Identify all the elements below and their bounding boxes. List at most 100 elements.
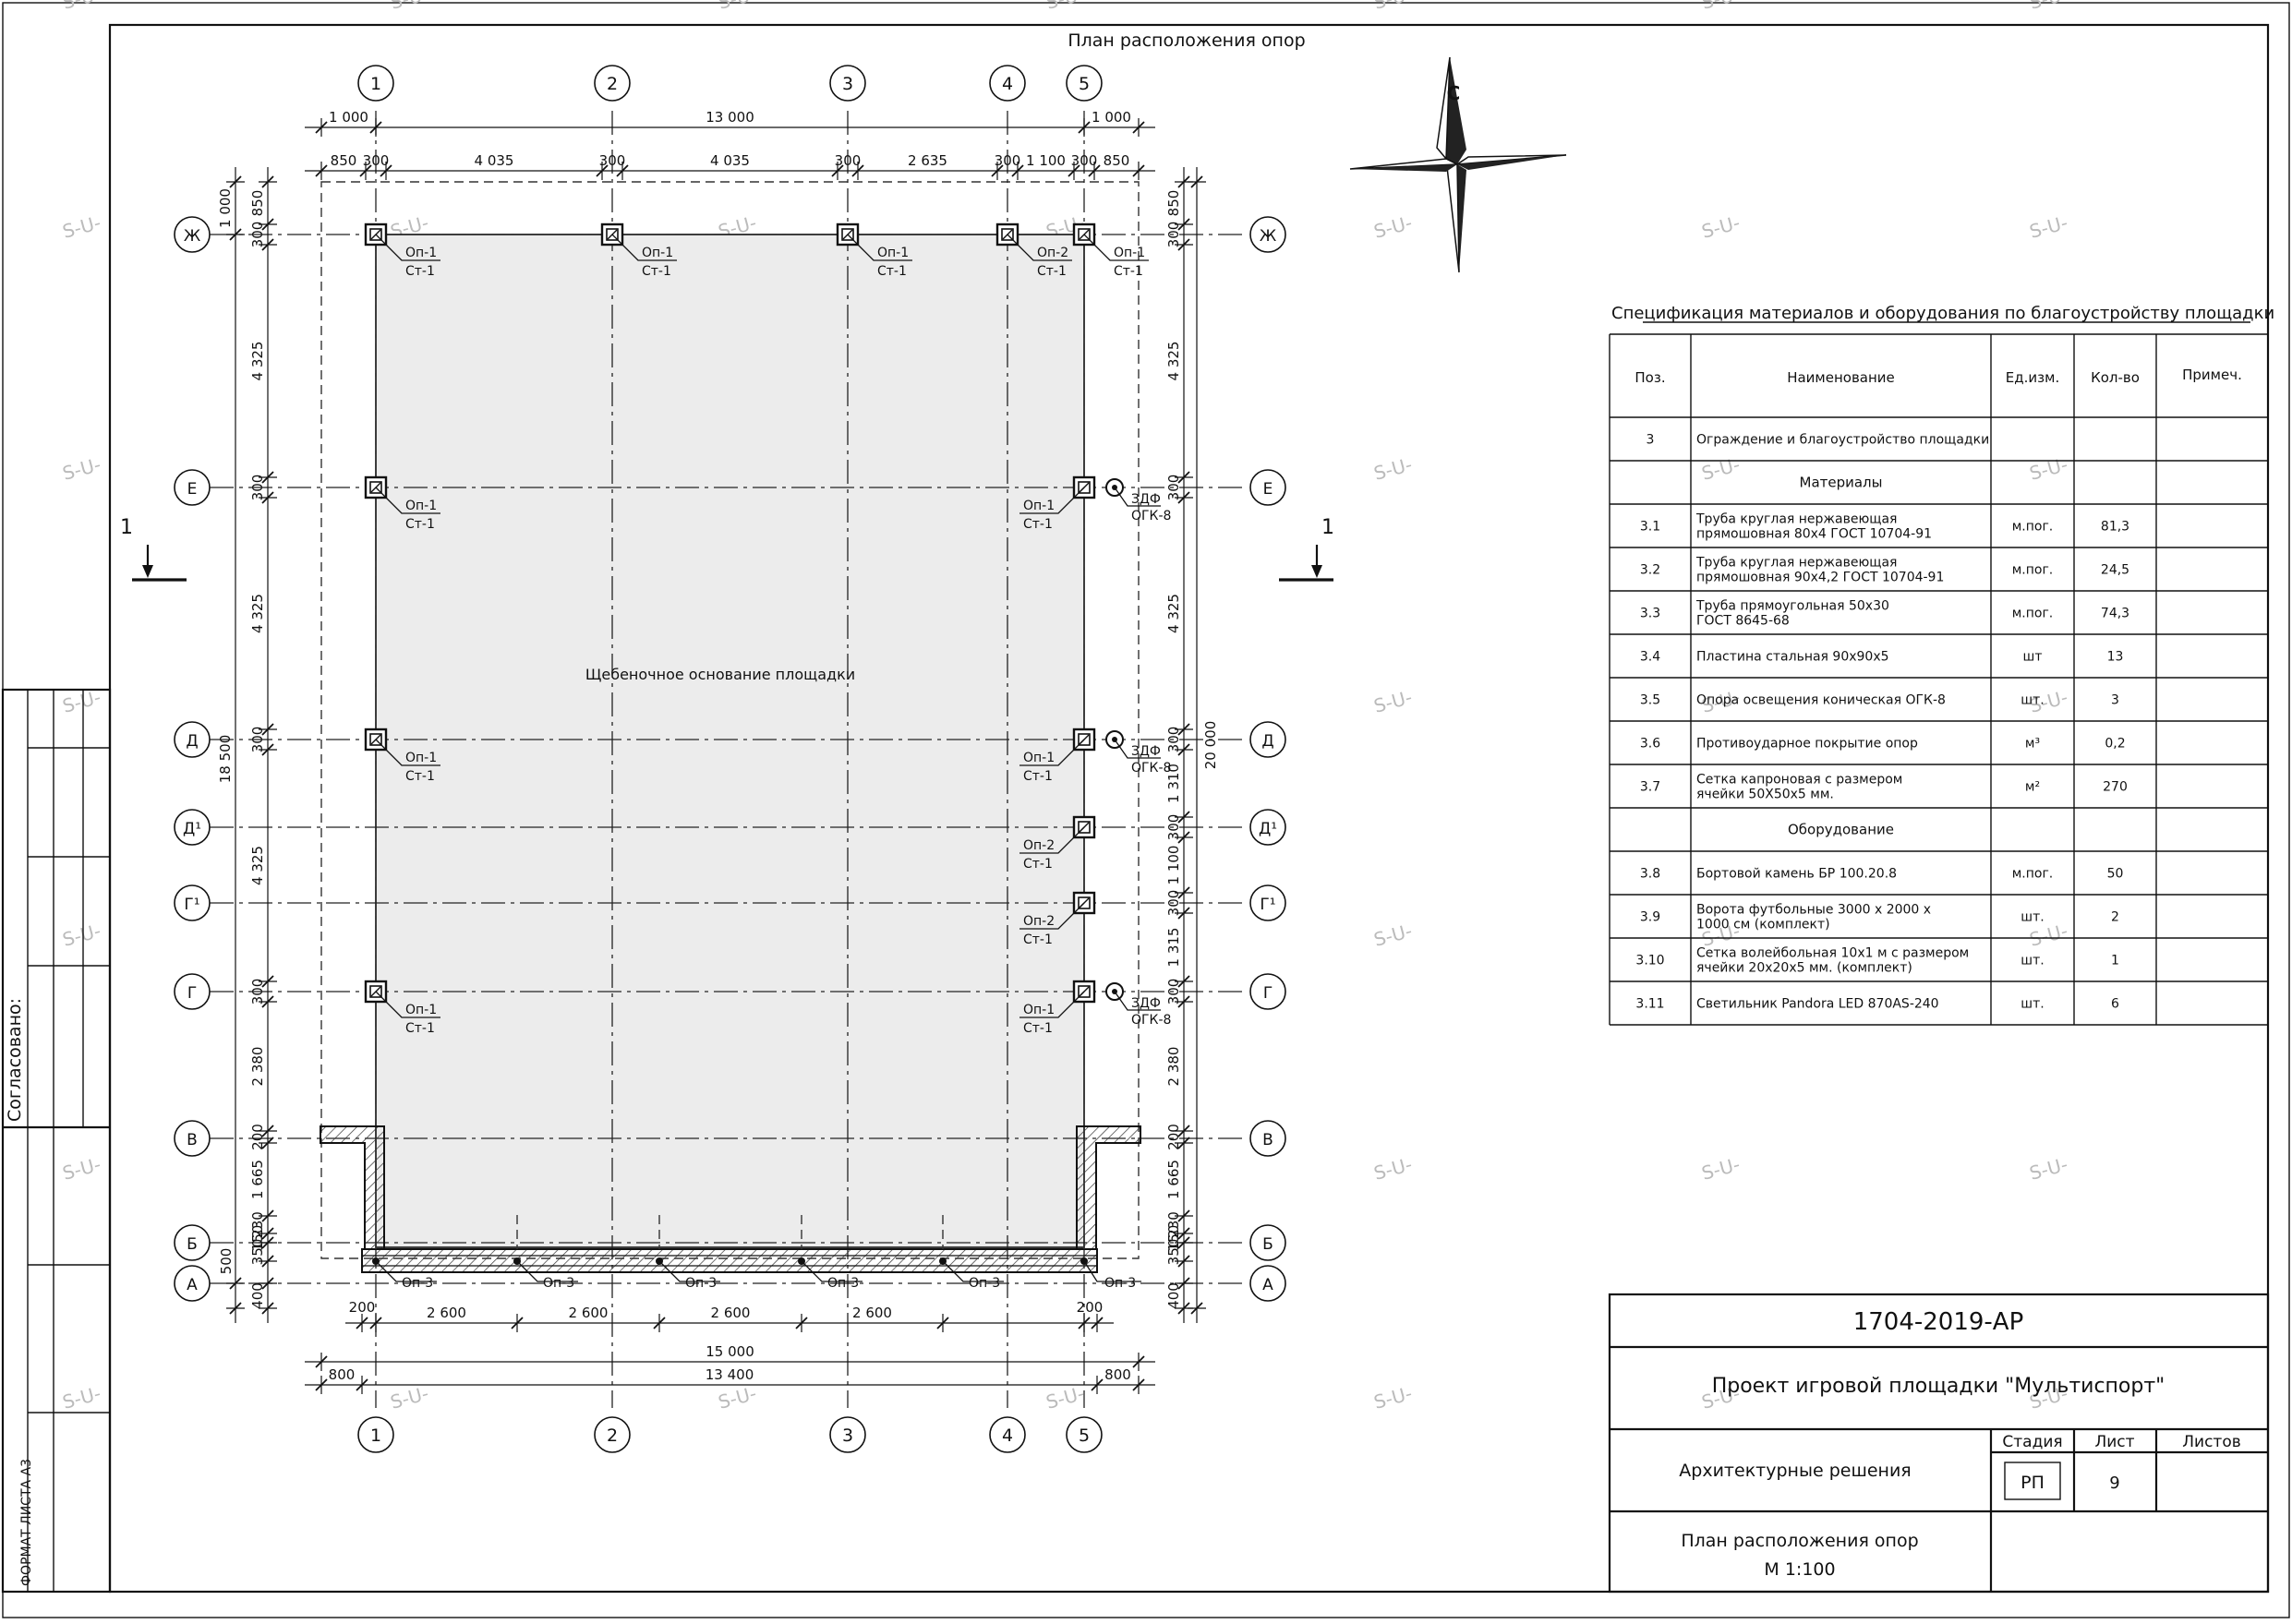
spec-name: Сетка волейбольная 10х1 м с размером [1696, 946, 1969, 961]
dim-value: 1 665 [249, 1160, 266, 1199]
dim-value: 300 [1165, 979, 1182, 1005]
axis-label: 1 [370, 1426, 381, 1446]
sheets-label: Листов [2182, 1433, 2241, 1451]
spec-name: Светильник Pandora LED 870AS-240 [1696, 997, 1939, 1012]
light-pole-tag: ЗДФ [1131, 492, 1161, 507]
support-tag: Ст-1 [1023, 932, 1053, 947]
spec-name: Бортовой камень БР 100.20.8 [1696, 867, 1897, 882]
axis-label: Е [1263, 480, 1273, 499]
support-tag: Ст-1 [405, 517, 435, 532]
axis-label: 5 [1079, 1426, 1090, 1446]
supports-layer: Оп-1Ст-1Оп-1Ст-1Оп-1Ст-1Оп-2Ст-1Оп-1Ст-1… [364, 223, 1171, 1291]
dim-value: 4 325 [249, 594, 266, 633]
spec-name: 1000 см (комплект) [1696, 918, 1830, 932]
leader-line [1019, 902, 1085, 930]
support-tag: Оп-3 [969, 1276, 1000, 1291]
leader-line [611, 234, 677, 261]
dim-value: 800 [329, 1366, 356, 1383]
spec-group: Оборудование [1788, 822, 1894, 838]
spec-qty: 13 [2107, 650, 2124, 665]
side-stamp: Согласовано: ФОРМАТ ЛИСТА А3 [1, 688, 112, 1594]
drawing-scale: М 1:100 [1764, 1559, 1835, 1580]
axis-bubble [174, 469, 211, 506]
axis-bubble [1249, 884, 1286, 921]
watermark: S-U- [60, 453, 103, 485]
dim-value: 300 [835, 152, 862, 169]
sheet-value: 9 [2109, 1474, 2119, 1493]
dim-value: 300 [599, 152, 626, 169]
support-tag: Оп-3 [543, 1276, 574, 1291]
axis-bubble [357, 65, 394, 102]
spec-name: Ворота футбольные 3000 х 2000 х [1696, 903, 1931, 918]
leader-line [375, 487, 440, 514]
leader-line [375, 739, 440, 766]
leader-line [1114, 991, 1161, 1011]
leader-line [1019, 739, 1085, 766]
sheet-label: Лист [2094, 1433, 2134, 1451]
dim-value: 300 [1165, 727, 1182, 753]
section-mark-label: 1 [1321, 516, 1334, 539]
watermark: S-U- [1371, 1153, 1415, 1185]
north-arrow-icon: С [1349, 56, 1567, 273]
watermark: S-U- [1699, 1153, 1743, 1185]
axis-bubble [1249, 809, 1286, 846]
dim-value: 1 000 [1092, 109, 1131, 126]
axis-label: 4 [1002, 74, 1013, 94]
spec-qty: 270 [2103, 780, 2128, 795]
spec-unit: м.пог. [2012, 607, 2054, 621]
watermark: S-U- [1371, 920, 1415, 951]
leader-line [516, 1260, 578, 1282]
support-tag: Оп-3 [402, 1276, 433, 1291]
section-mark-right: 1 [1279, 516, 1334, 582]
spec-header: Кол-во [2091, 369, 2140, 386]
watermark: S-U- [2027, 1153, 2070, 1185]
watermark: S-U- [2027, 0, 2070, 14]
spec-pos: 3.3 [1640, 607, 1660, 621]
axis-bubble [174, 973, 211, 1010]
axis-bubble [1249, 721, 1286, 758]
support-tag: Оп-1 [405, 499, 437, 513]
spec-qty: 81,3 [2101, 520, 2129, 535]
spec-name: Труба круглая нержавеющая [1695, 556, 1897, 571]
spec-name: Труба прямоугольная 50х30 [1695, 599, 1889, 614]
leader-line [1083, 1260, 1141, 1282]
dim-value: 350 [249, 1239, 266, 1266]
spec-header: Наименование [1787, 369, 1895, 386]
axis-label: Ж [184, 227, 200, 246]
watermark: S-U- [60, 1382, 103, 1413]
north-label: С [1447, 82, 1461, 104]
curb-strip [320, 1125, 1141, 1273]
spec-qty: 1 [2111, 954, 2119, 968]
title-block: 1704-2019-АР Проект игровой площадки "Му… [1608, 1293, 2270, 1594]
watermark: S-U- [60, 211, 103, 243]
dim-value: 850 [249, 190, 266, 217]
axis-bubble [174, 1224, 211, 1261]
watermark: S-U- [1699, 211, 1743, 243]
leader-line [375, 234, 440, 261]
watermark: S-U- [60, 0, 103, 14]
support-tag: Ст-1 [642, 264, 671, 279]
dim-value: 150 [249, 1225, 266, 1252]
spec-unit: шт. [2021, 954, 2044, 968]
spec-name: Опора освещения коническая ОГК-8 [1696, 693, 1946, 708]
axis-bubble [1249, 1224, 1286, 1261]
spec-pos: 3.8 [1640, 867, 1660, 882]
dim-value: 2 380 [249, 1047, 266, 1087]
dim-value: 1 665 [1165, 1160, 1182, 1199]
leader-line [1007, 234, 1072, 261]
axis-bubble [594, 65, 631, 102]
dim-value: 4 325 [1165, 594, 1182, 633]
light-pole-tag: ОГК-8 [1131, 509, 1171, 523]
dim-value: 1 310 [1165, 764, 1182, 803]
axis-label: Б [1262, 1235, 1273, 1254]
support-tag: Ст-1 [1023, 1021, 1053, 1036]
dim-value: 18 500 [217, 735, 234, 784]
dim-value: 13 400 [706, 1366, 754, 1383]
axis-label: 4 [1002, 1426, 1013, 1446]
support-tag: Ст-1 [1037, 264, 1067, 279]
spec-qty: 3 [2111, 693, 2119, 708]
dim-value: 300 [1165, 475, 1182, 501]
spec-qty: 6 [2111, 997, 2119, 1012]
dim-value: 1 000 [217, 188, 234, 228]
